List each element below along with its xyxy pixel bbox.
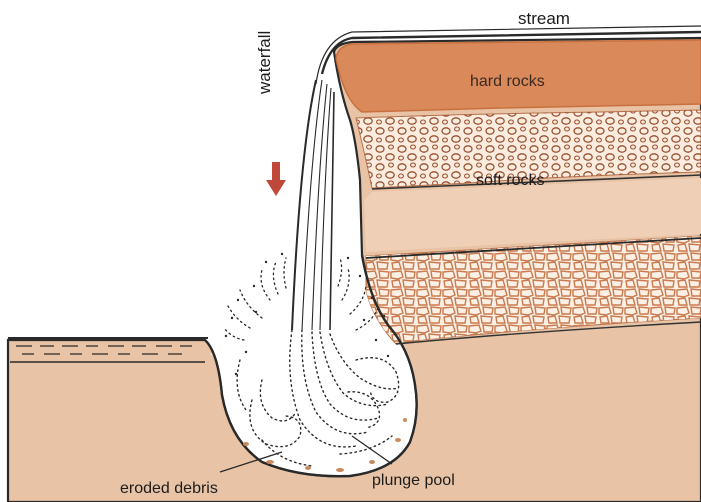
hard-rocks-label: hard rocks — [470, 74, 545, 90]
waterfall-label: waterfall — [256, 31, 273, 94]
eroded-debris-label: eroded debris — [120, 481, 218, 497]
spray-droplet — [375, 339, 377, 341]
turbulence-swirl — [240, 290, 262, 318]
spray-droplet — [245, 351, 247, 353]
spray-droplet — [237, 299, 239, 301]
soft-rocks-label: soft rocks — [476, 173, 544, 189]
spray-droplet — [265, 261, 267, 263]
turbulence-swirl — [284, 258, 286, 288]
spray-droplet — [347, 257, 349, 259]
spray-droplet — [225, 335, 227, 337]
turbulence-swirl — [261, 270, 270, 300]
turbulence-swirl — [342, 268, 349, 300]
stream-label: stream — [518, 10, 570, 27]
spray-droplet — [387, 355, 389, 357]
plunge-pool-label: plunge pool — [372, 473, 455, 489]
turbulence-swirl — [338, 258, 342, 286]
turbulence-swirl — [224, 328, 244, 340]
turbulence-swirl — [228, 306, 250, 328]
spray-droplet — [281, 253, 283, 255]
spray-droplet — [231, 317, 233, 319]
spray-droplet — [235, 373, 237, 375]
spray-droplet — [253, 285, 255, 287]
spray-droplet — [359, 275, 361, 277]
spray-droplet — [255, 311, 257, 313]
spray-droplet — [363, 319, 365, 321]
turbulence-swirl — [273, 262, 278, 294]
flow-direction-arrow-icon — [266, 162, 286, 196]
waterfall-curtain — [292, 80, 334, 330]
turbulence-swirl — [350, 286, 366, 314]
